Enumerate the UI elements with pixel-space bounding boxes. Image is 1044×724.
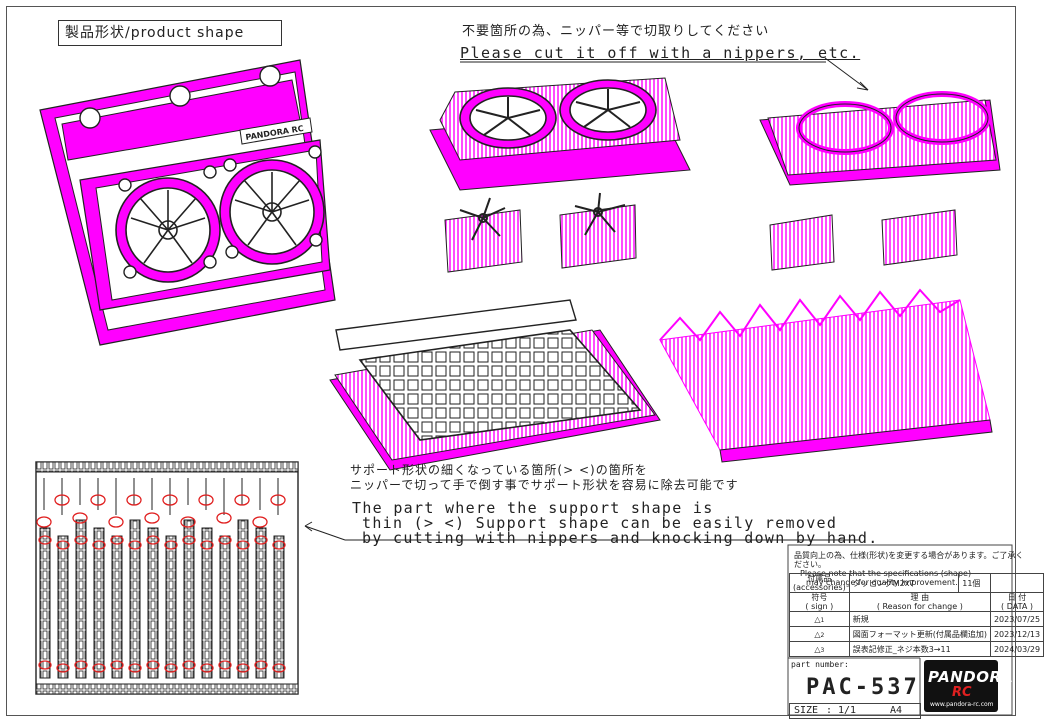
- cut-note-jp: 不要箇所の為、ニッパー等で切取りしてください: [462, 24, 770, 39]
- reason-label-en: ( Reason for change ): [876, 602, 963, 611]
- logo-main-text: PANDORA: [928, 668, 1014, 686]
- fan-ring-pair-supported: [759, 91, 1001, 186]
- accessories-label-cell: 付属品 (accessories): [789, 573, 850, 593]
- revision-sign: △1: [789, 611, 850, 627]
- date-label-en: ( DATA ): [1001, 602, 1033, 611]
- reason-header: 理 由 ( Reason for change ): [848, 592, 991, 612]
- accessory-item: タッピングM2x7: [848, 573, 960, 593]
- date-header: 日 付 ( DATA ): [989, 592, 1044, 612]
- revision-reason: 新規: [848, 611, 991, 627]
- revision-sign: △2: [789, 626, 850, 642]
- revision-sign-number: 3: [820, 646, 825, 654]
- revision-sign-number: 1: [820, 616, 825, 624]
- support-note-jp: サポート形状の細くなっている箇所(> <)の箇所を ニッパーで切って手で倒す事で…: [350, 463, 739, 493]
- fan-cover-pair-supported: [429, 77, 691, 191]
- revision-date: 2023/12/13: [989, 626, 1044, 642]
- support-note-jp-line1: サポート形状の細くなっている箇所(> <)の箇所を: [350, 463, 648, 477]
- paper-size: A4: [890, 705, 903, 716]
- fan-blade-parts-supported: [444, 192, 958, 273]
- revision-row: △3 誤表記修正_ネジ本数3→11 2024/03/29: [789, 641, 1044, 657]
- support-note-en: The part where the support shape is thin…: [352, 501, 879, 546]
- accessories-label-en: (accessories): [793, 583, 846, 592]
- spike-support-plate: [659, 288, 993, 463]
- leader-lines: [304, 57, 869, 541]
- grid-plate-supported: [329, 299, 661, 471]
- reason-label: 理 由: [910, 593, 930, 602]
- revision-header-row: 符号 ( sign ) 理 由 ( Reason for change ) 日 …: [789, 592, 1044, 612]
- part-number-label: part number:: [791, 660, 849, 669]
- product-shape-label: 製品形状/product shape: [58, 20, 282, 46]
- size-label: SIZE: [794, 705, 819, 716]
- pandora-rc-logo: PANDORA RC www.pandora-rc.com: [924, 660, 1013, 712]
- support-detail-view: [35, 461, 299, 695]
- sign-label: 符号: [811, 593, 828, 602]
- support-note-en-line2: thin (> <) Support shape can be easily r…: [362, 514, 838, 532]
- support-note-jp-line2: ニッパーで切って手で倒す事でサポート形状を容易に除去可能です: [350, 478, 739, 492]
- date-label: 日 付: [1007, 593, 1027, 602]
- revision-row: △2 図面フォーマット更新(付属品欄追加) 2023/12/13: [789, 626, 1044, 642]
- sign-header: 符号 ( sign ): [789, 592, 850, 612]
- accessories-label: 付属品: [807, 574, 832, 583]
- support-note-en-line3: by cutting with nippers and knocking dow…: [362, 529, 879, 547]
- logo-sub-text: RC: [952, 685, 972, 700]
- revision-date: 2023/07/25: [989, 611, 1044, 627]
- revision-reason: 誤表記修正_ネジ本数3→11: [848, 641, 991, 657]
- sign-label-en: ( sign ): [805, 602, 834, 611]
- revision-reason: 図面フォーマット更新(付属品欄追加): [848, 626, 991, 642]
- revision-row: △1 新規 2023/07/25: [789, 611, 1044, 627]
- revision-sign: △3: [789, 641, 850, 657]
- spec-change-notice-jp: 品質向上の為、仕様(形状)を変更する場合があります。ご了承ください。: [794, 551, 1024, 569]
- size-row: SIZE : 1/1 A4: [789, 703, 921, 719]
- cut-note-en: Please cut it off with a nippers, etc.: [460, 44, 861, 62]
- main-product-assembly: PANDORA RC: [39, 59, 336, 346]
- support-note-en-line1: The part where the support shape is: [352, 499, 714, 517]
- revision-table: 付属品 (accessories) タッピングM2x7 11個 符号 ( sig…: [789, 573, 1044, 657]
- accessory-qty: 11個: [958, 573, 991, 593]
- accessories-row: 付属品 (accessories) タッピングM2x7 11個: [789, 573, 1044, 593]
- part-number: PAC-537: [806, 675, 920, 700]
- accessory-empty-cell: [989, 573, 1044, 593]
- size-value: 1/1: [838, 705, 857, 716]
- size-separator: :: [826, 705, 833, 716]
- drawing-frame: [6, 6, 1016, 716]
- revision-date: 2024/03/29: [989, 641, 1044, 657]
- logo-url: www.pandora-rc.com: [930, 701, 994, 708]
- revision-sign-number: 2: [820, 631, 825, 639]
